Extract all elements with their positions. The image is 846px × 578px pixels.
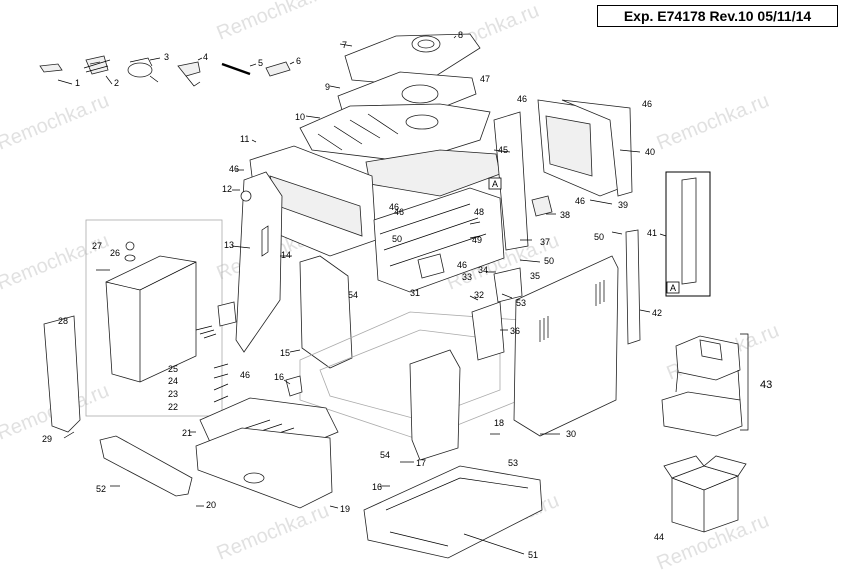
- part-number-label: 10: [295, 112, 305, 122]
- part-number-label: 14: [281, 250, 291, 260]
- front-panel: [235, 145, 377, 353]
- part-number-label: 34: [478, 265, 488, 275]
- part-number-label: 30: [566, 429, 576, 439]
- part-number-label: 19: [340, 504, 350, 514]
- accessory-parts: [39, 55, 291, 87]
- part-number-label: 33: [462, 272, 472, 282]
- top-covers: [299, 33, 501, 197]
- part-number-label: 38: [560, 210, 570, 220]
- part-number-label: 22: [168, 402, 178, 412]
- part-number-label: 20: [206, 500, 216, 510]
- part-number-label: 11: [240, 134, 249, 144]
- boxed-parts: [661, 333, 749, 533]
- part-number-label: 21: [182, 428, 192, 438]
- part-number-label: 48: [474, 207, 484, 217]
- part-number-label: 25: [168, 364, 178, 374]
- part-number-label: 46: [517, 94, 527, 104]
- part-number-label: 46: [389, 202, 399, 212]
- part-number-label: 46: [229, 164, 239, 174]
- part-number-label: 23: [168, 389, 178, 399]
- part-number-label: 35: [530, 271, 540, 281]
- part-number-label: 42: [652, 308, 662, 318]
- part-number-label: 54: [380, 450, 390, 460]
- callout-a: A: [670, 283, 676, 293]
- part-number-label: 9: [325, 82, 330, 92]
- part-number-label: 17: [416, 458, 426, 468]
- right-side-parts: [417, 99, 711, 437]
- part-number-label: 31: [410, 288, 420, 298]
- part-number-label: 43: [760, 379, 772, 391]
- part-number-label: 12: [222, 184, 232, 194]
- part-number-label: 4: [203, 52, 208, 62]
- callout-a: A: [492, 179, 498, 189]
- callout-a-markers: A A: [488, 177, 680, 294]
- part-number-label: 50: [594, 232, 604, 242]
- base-parts: [99, 349, 543, 559]
- watermark-text: Remochka.ru: [654, 90, 773, 155]
- watermark-text: Remochka.ru: [0, 90, 112, 155]
- part-number-label: 50: [544, 256, 554, 266]
- part-number-label: 46: [642, 99, 652, 109]
- watermark-text: Remochka.ru: [214, 0, 333, 45]
- part-number-label: 39: [618, 200, 628, 210]
- leader-lines: [57, 35, 667, 555]
- part-number-label: 32: [474, 290, 484, 300]
- part-number-label: 16: [372, 482, 382, 492]
- part-number-label: 5: [258, 58, 263, 68]
- internal-frame: [299, 111, 529, 441]
- part-number-label: 53: [508, 458, 518, 468]
- part-number-label: 54: [348, 290, 358, 300]
- part-number-label: 37: [540, 237, 550, 247]
- part-number-label: 7: [342, 40, 347, 50]
- part-number-label: 15: [280, 348, 290, 358]
- part-number-label: 24: [168, 376, 178, 386]
- part-number-label: 44: [654, 532, 664, 542]
- part-number-label: 49: [472, 235, 482, 245]
- part-number-label: 1: [75, 78, 80, 88]
- part-number-label: 46: [457, 260, 467, 270]
- watermark-text: Remochka.ru: [0, 230, 112, 295]
- part-number-label: 50: [392, 234, 402, 244]
- part-number-label: 6: [296, 56, 301, 66]
- part-number-label: 53: [516, 298, 526, 308]
- part-number-label: 8: [458, 30, 463, 40]
- part-number-label: 3: [164, 52, 169, 62]
- part-number-label: 46: [394, 207, 404, 217]
- part-number-label: 41: [647, 228, 657, 238]
- part-number-label: 13: [224, 240, 234, 250]
- watermark-text: Remochka.ru: [214, 500, 333, 565]
- part-number-label: 27: [92, 241, 102, 251]
- part-number-label: 18: [494, 418, 504, 428]
- part-number-label: 26: [110, 248, 120, 258]
- part-number-label: 2: [114, 78, 119, 88]
- part-number-label: 40: [645, 147, 655, 157]
- part-number-label: 29: [42, 434, 52, 444]
- part-number-label: 46: [575, 196, 585, 206]
- part-number-label: 46: [240, 370, 250, 380]
- part-number-label: 28: [58, 316, 68, 326]
- exp-revision-label: Exp. E74178 Rev.10 05/11/14: [597, 5, 838, 27]
- part-number-label: 51: [528, 550, 538, 560]
- part-labels: 1 2 3 4 5 6 7 8 9 10 11 12 13 14 15 16 1…: [42, 30, 772, 560]
- left-parts: [43, 219, 237, 433]
- part-number-label: 45: [498, 145, 508, 155]
- part-number-label: 16: [274, 372, 284, 382]
- part-number-label: 36: [510, 326, 520, 336]
- part-number-label: 47: [480, 74, 490, 84]
- part-number-label: 52: [96, 484, 106, 494]
